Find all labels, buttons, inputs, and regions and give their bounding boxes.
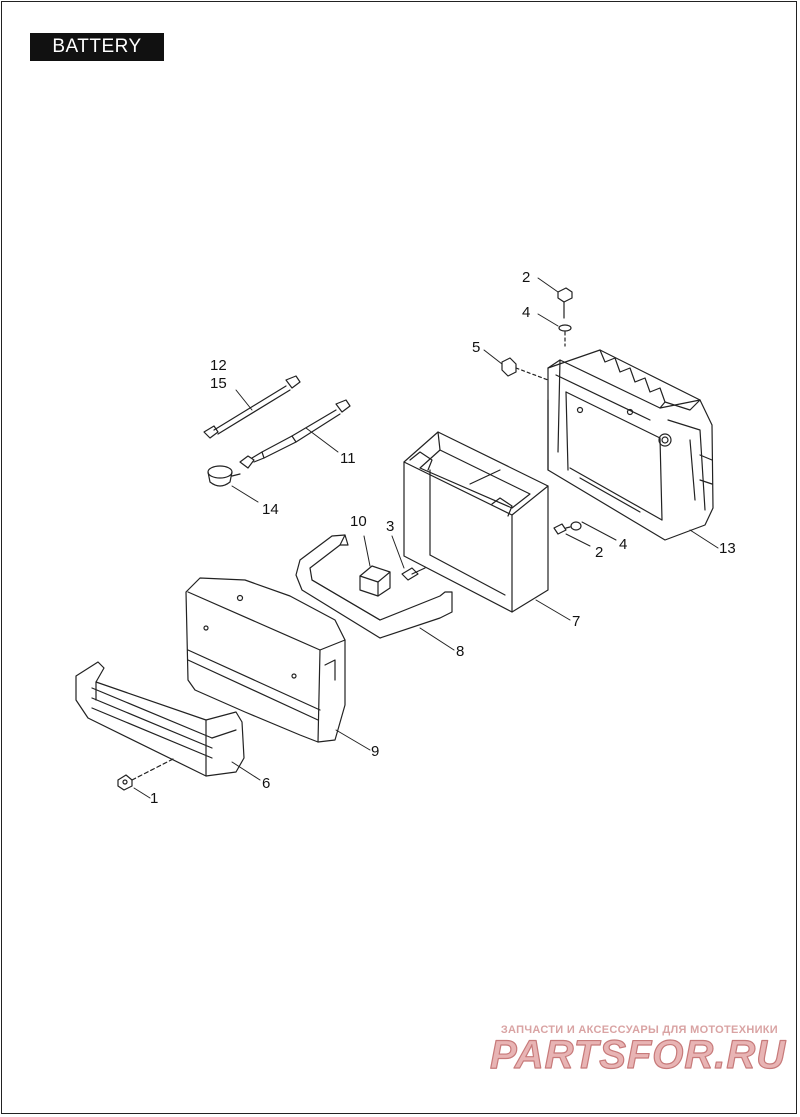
trim-strip <box>75 661 245 777</box>
callout-2-top: 2 <box>522 269 531 286</box>
callout-8: 8 <box>456 643 465 660</box>
hold-down-strap <box>295 534 453 639</box>
callout-12: 12 <box>210 357 227 374</box>
callout-4-right: 4 <box>619 536 628 553</box>
watermark-caption: ЗАПЧАСТИ И АКСЕССУАРЫ ДЛЯ МОТОТЕХНИКИ <box>500 1024 778 1036</box>
callout-11: 11 <box>340 450 356 467</box>
callout-4-top: 4 <box>522 304 531 321</box>
callout-10: 10 <box>350 513 367 530</box>
hardware-top <box>501 287 573 381</box>
battery <box>403 431 549 613</box>
callout-13: 13 <box>719 540 736 557</box>
relay <box>359 565 391 597</box>
cable-11 <box>239 399 351 469</box>
callout-3: 3 <box>386 518 395 535</box>
fastener-1 <box>117 757 176 791</box>
callout-1: 1 <box>150 790 159 807</box>
screw-3 <box>401 567 426 581</box>
leader-lines <box>133 277 719 799</box>
page-title: BATTERY <box>30 33 164 61</box>
terminal-boot <box>207 465 241 487</box>
callout-9: 9 <box>371 743 380 760</box>
watermark-logo: PARTSFOR.RU <box>489 1032 786 1077</box>
callout-14: 14 <box>262 501 279 518</box>
battery-tray <box>547 349 714 541</box>
side-cover <box>185 577 346 743</box>
callout-2-right: 2 <box>595 544 604 561</box>
watermark-logo-text: PARTSFOR.RU <box>490 1033 786 1077</box>
callout-15: 15 <box>210 375 227 392</box>
callout-5: 5 <box>472 339 481 356</box>
hardware-right <box>553 521 582 535</box>
callout-6: 6 <box>262 775 271 792</box>
callout-7: 7 <box>572 613 581 630</box>
